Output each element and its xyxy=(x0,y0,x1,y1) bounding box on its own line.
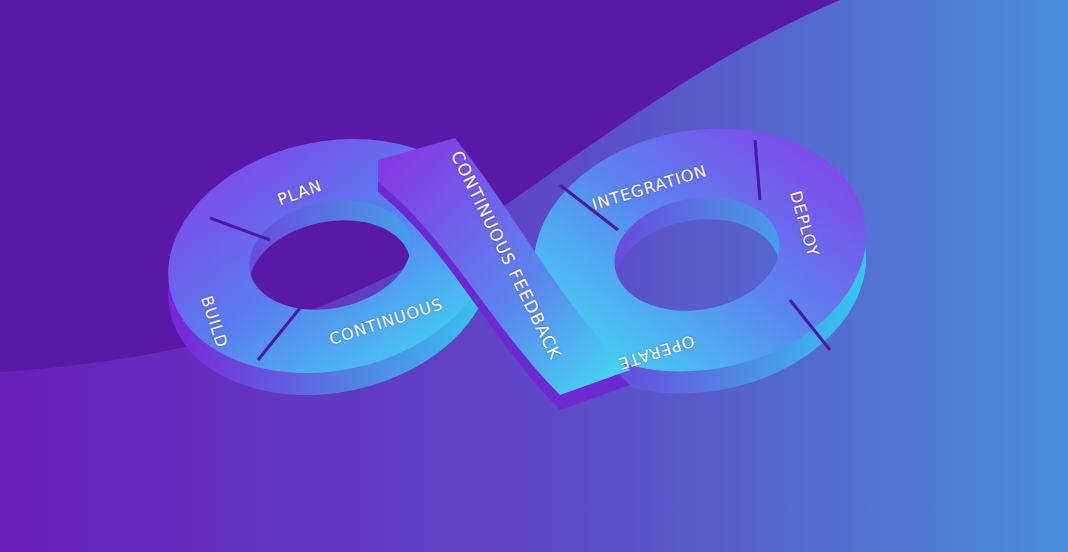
segment-gaps xyxy=(210,140,830,360)
center-band-top xyxy=(378,138,630,395)
